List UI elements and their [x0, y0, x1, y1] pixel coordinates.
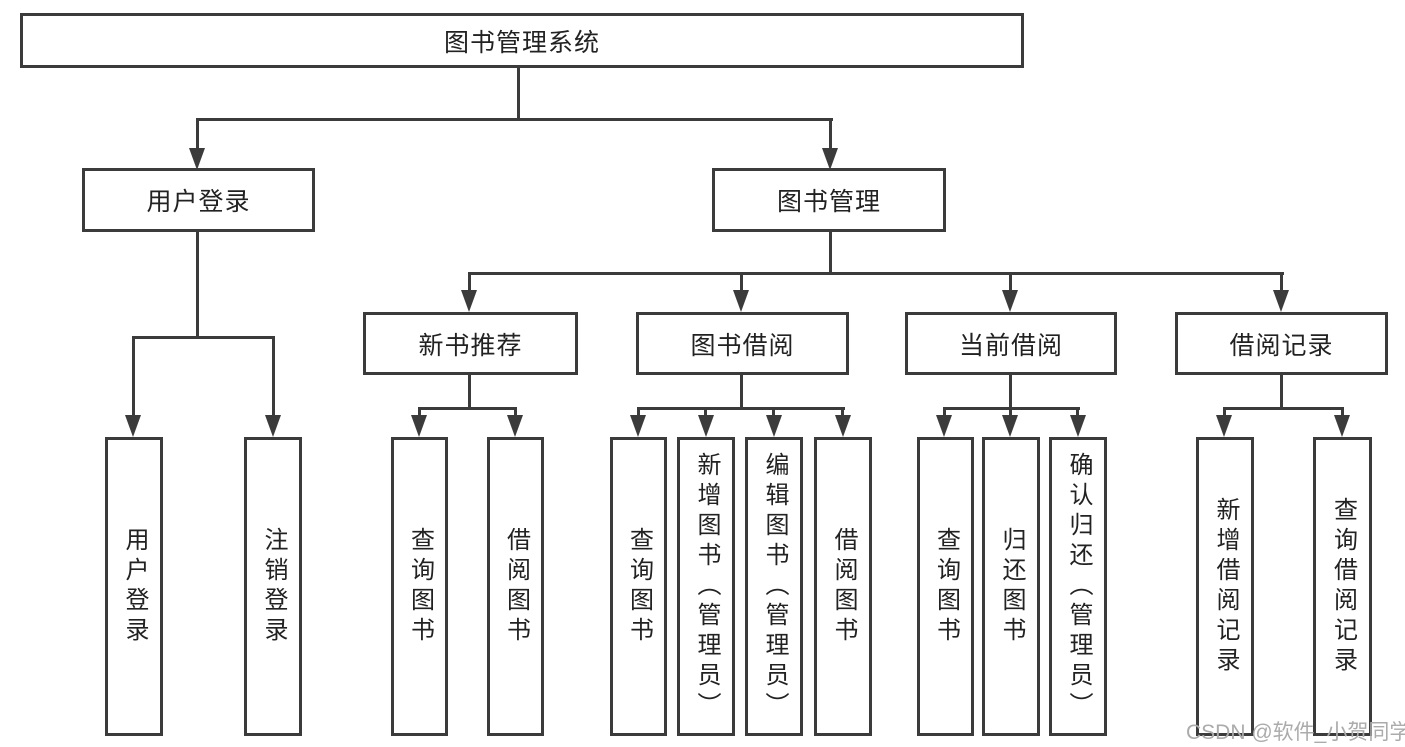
leaf-label: 借阅图书 [830, 526, 857, 647]
connector-stem [272, 336, 275, 417]
node-user-login-label: 用户登录 [146, 188, 251, 216]
leaf-return-books: 归还图书 [982, 437, 1040, 736]
arrow-down-icon [936, 415, 952, 437]
arrow-down-icon [507, 415, 523, 437]
arrow-down-icon [1070, 415, 1086, 437]
connector-stem [704, 407, 707, 417]
connector-stem [1009, 407, 1012, 417]
leaf-query-books-recommend: 查询图书 [391, 437, 448, 736]
node-book-management: 图书管理 [712, 168, 946, 232]
node-new-book-recommend: 新书推荐 [363, 312, 578, 375]
connector-stem-user-login [196, 118, 199, 152]
leaf-logout: 注销登录 [244, 437, 302, 736]
arrow-down-icon [835, 415, 851, 437]
connector-stem [1076, 407, 1079, 417]
node-root-label: 图书管理系统 [443, 28, 600, 57]
arrow-down-icon [411, 415, 427, 437]
leaf-label: 编辑图书（管理员） [761, 451, 788, 722]
connector-stem [1341, 407, 1344, 417]
node-book-management-label: 图书管理 [776, 188, 881, 216]
connector-book-mgmt-hbar [468, 272, 1284, 275]
leaf-query-books-current: 查询图书 [917, 437, 974, 736]
connector-drop [1280, 375, 1283, 410]
arrow-down-icon [1216, 415, 1232, 437]
leaf-label: 查询图书 [406, 526, 434, 647]
connector-stem-book-mgmt [829, 118, 832, 152]
leaf-label: 借阅图书 [502, 526, 530, 647]
leaf-edit-books-admin: 编辑图书（管理员） [745, 437, 803, 736]
connector-user-login-drop [196, 232, 199, 339]
node-current-borrowing: 当前借阅 [905, 312, 1117, 375]
arrow-down-icon [822, 148, 838, 170]
node-book-borrowing-label: 图书借阅 [690, 331, 795, 360]
connector-drop [740, 375, 743, 410]
leaf-label: 查询图书 [932, 526, 960, 647]
leaf-query-books-borrow: 查询图书 [610, 437, 667, 736]
leaf-label: 注销登录 [260, 526, 287, 647]
node-book-borrowing: 图书借阅 [636, 312, 849, 375]
arrow-down-icon [630, 415, 646, 437]
connector-hbar [1223, 407, 1344, 410]
leaf-label: 新增借阅记录 [1212, 496, 1239, 677]
connector-stem [841, 407, 844, 417]
connector-stem [514, 407, 517, 417]
leaf-add-books-admin: 新增图书（管理员） [677, 437, 735, 736]
connector-stem [1280, 272, 1283, 294]
connector-book-mgmt-drop [829, 232, 832, 275]
connector-root-drop [517, 68, 520, 121]
arrow-down-icon [1273, 290, 1289, 312]
arrow-down-icon [766, 415, 782, 437]
arrow-down-icon [1334, 415, 1350, 437]
arrow-down-icon [461, 290, 477, 312]
connector-hbar [637, 407, 845, 410]
connector-stem [637, 407, 640, 417]
arrow-down-icon [1002, 290, 1018, 312]
connector-drop [1009, 375, 1012, 410]
leaf-query-borrow-record: 查询借阅记录 [1313, 437, 1372, 736]
node-borrow-records-label: 借阅记录 [1229, 331, 1334, 360]
leaf-label: 查询借阅记录 [1329, 496, 1357, 677]
node-user-login: 用户登录 [82, 168, 315, 232]
node-new-book-recommend-label: 新书推荐 [418, 331, 523, 360]
leaf-user-login: 用户登录 [105, 437, 163, 736]
arrow-down-icon [1002, 415, 1018, 437]
leaf-label: 用户登录 [121, 526, 148, 647]
leaf-label: 新增图书（管理员） [693, 451, 720, 722]
connector-user-login-hbar [132, 336, 275, 339]
leaf-label: 确认归还（管理员） [1065, 451, 1092, 722]
connector-hbar [418, 407, 517, 410]
leaf-borrow-books-recommend: 借阅图书 [487, 437, 544, 736]
arrow-down-icon [189, 148, 205, 170]
connector-stem [132, 336, 135, 417]
leaf-label: 查询图书 [625, 526, 653, 647]
leaf-borrow-books: 借阅图书 [814, 437, 872, 736]
arrow-down-icon [265, 415, 281, 437]
csdn-watermark: CSDN @软件_小贺同学 [1186, 721, 1405, 744]
connector-stem [772, 407, 775, 417]
connector-stem [943, 407, 946, 417]
connector-stem [1223, 407, 1226, 417]
connector-drop [468, 375, 471, 410]
arrow-down-icon [733, 290, 749, 312]
connector-stem [418, 407, 421, 417]
connector-stem [740, 272, 743, 294]
arrow-down-icon [125, 415, 141, 437]
arrow-down-icon [698, 415, 714, 437]
connector-stem [1009, 272, 1012, 294]
connector-root-hbar [197, 118, 833, 121]
node-borrow-records: 借阅记录 [1175, 312, 1388, 375]
leaf-confirm-return-admin: 确认归还（管理员） [1049, 437, 1107, 736]
node-current-borrowing-label: 当前借阅 [958, 331, 1063, 360]
leaf-add-borrow-record: 新增借阅记录 [1196, 437, 1254, 736]
leaf-label: 归还图书 [998, 526, 1025, 647]
node-root: 图书管理系统 [20, 13, 1024, 68]
connector-stem [468, 272, 471, 294]
